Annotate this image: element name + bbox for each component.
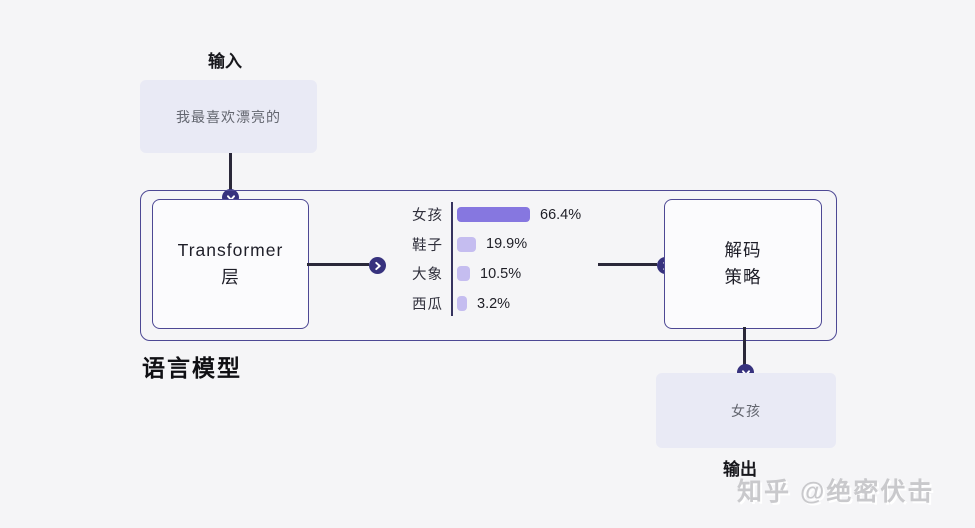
chart-value-label: 10.5% [480,265,522,282]
language-model-label: 语言模型 [142,355,242,381]
chart-row: 大象 10.5% [403,259,603,289]
input-label: 输入 [208,52,242,71]
connector-decoding-to-output [743,327,746,365]
chart-bar [457,236,476,252]
output-text: 女孩 [731,402,761,419]
connector-distribution-to-decoding [598,263,657,266]
input-text: 我最喜欢漂亮的 [176,108,281,125]
chart-bar [457,296,467,312]
transformer-box-line1: Transformer [177,240,284,260]
decoding-box-line1: 解码 [724,240,762,260]
token-probability-chart: 女孩 66.4% 鞋子 19.9% 大象 10.5% 西瓜 3.2% [403,200,603,318]
output-label: 输出 [723,460,757,479]
chart-value-label: 19.9% [486,236,528,253]
chart-bar [457,207,530,223]
chart-axis-line [451,202,454,316]
connector-input-to-model [229,153,232,192]
chart-value-label: 3.2% [477,295,511,312]
transformer-box-line2: 层 [221,267,240,287]
chart-row: 女孩 66.4% [403,200,603,230]
arrow-right-icon [369,257,386,274]
chart-row: 鞋子 19.9% [403,230,603,260]
chart-row: 西瓜 3.2% [403,289,603,319]
transformer-box: Transformer 层 [152,199,309,329]
decoding-box-line2: 策略 [724,267,762,287]
output-text-box: 女孩 [656,373,836,448]
language-model-container [140,190,837,341]
watermark: 知乎 @绝密伏击 [737,478,935,506]
chart-value-label: 66.4% [540,206,582,223]
decoding-strategy-box: 解码 策略 [664,199,822,329]
chart-bar [457,266,470,282]
chart-category-label: 女孩 [412,208,443,225]
input-text-box: 我最喜欢漂亮的 [140,80,317,153]
chart-category-label: 西瓜 [412,297,443,314]
chart-category-label: 鞋子 [412,237,443,254]
chart-category-label: 大象 [412,267,443,284]
connector-transformer-to-distribution [307,263,369,266]
